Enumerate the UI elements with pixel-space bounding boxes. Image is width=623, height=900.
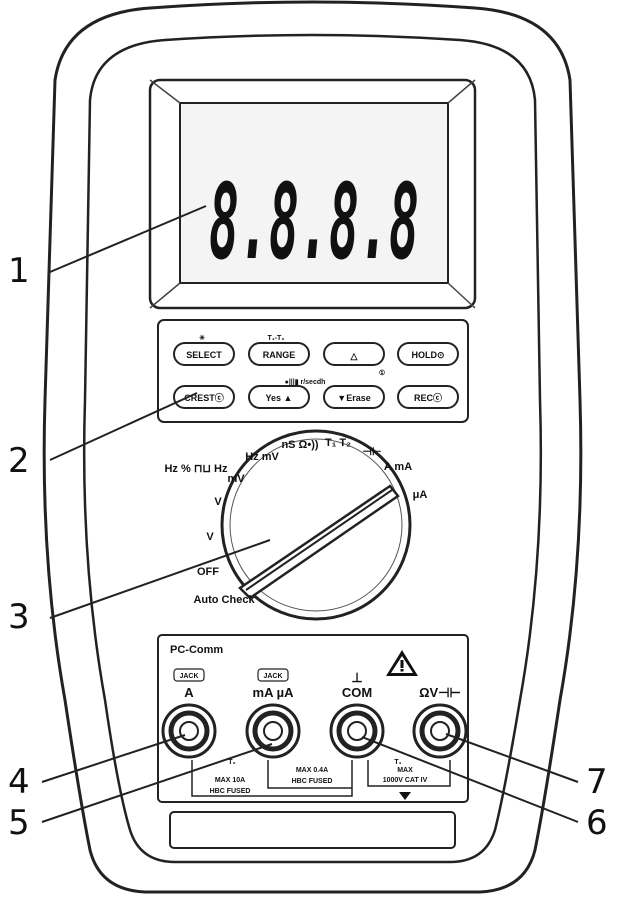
crest-button[interactable]: CRESTⓒ	[173, 385, 235, 409]
range-above-label: T₁-T₂	[268, 335, 285, 342]
yes-button[interactable]: Yes ▲	[248, 385, 310, 409]
svg-text:CRESTⓒ: CRESTⓒ	[184, 392, 224, 403]
dial-ohm: nS Ω•))	[281, 439, 318, 451]
erase-button[interactable]: ▼Erase	[323, 385, 385, 409]
dial-v-dcac: V	[214, 496, 222, 508]
jack-a-label: A	[184, 685, 194, 700]
jack-com[interactable]	[329, 703, 385, 759]
callout-3: 3	[8, 597, 30, 637]
jack-com-label: COM	[342, 685, 372, 700]
callout-4: 4	[8, 762, 30, 802]
t1-label: T₁	[394, 759, 401, 766]
button-panel	[157, 319, 469, 423]
callout-6: 6	[586, 803, 608, 843]
pc-comm-label: PC-Comm	[170, 644, 223, 656]
dial-mv-ac: Hz mV	[245, 451, 279, 463]
callout-2: 2	[8, 441, 30, 481]
warning-icon	[386, 650, 418, 676]
jack-v-max-note: MAX	[397, 767, 413, 774]
jack-v[interactable]	[412, 703, 468, 759]
jack-ma-fuse-type: HBC FUSED	[292, 778, 333, 785]
row2-above2-label: ①	[379, 369, 385, 377]
callout-7: 7	[586, 762, 608, 802]
dial-ma: A mA	[384, 461, 412, 473]
svg-text:Yes ▲: Yes ▲	[266, 393, 293, 403]
callout-5: 5	[8, 803, 30, 843]
jack-v-cat-note: 1000V CAT IV	[383, 777, 428, 784]
svg-text:RANGE: RANGE	[263, 350, 296, 360]
jack-com-symbol: ⊥	[351, 670, 362, 685]
jack-a-tag: JACK	[179, 673, 198, 680]
dial-off: OFF	[197, 566, 219, 578]
callout-1: 1	[8, 251, 30, 291]
lcd-digits: 8.8.8.8	[209, 161, 419, 283]
dial-auto-check: Auto Check	[193, 594, 255, 606]
rec-button[interactable]: RECⓒ	[397, 385, 459, 409]
jack-ma-fuse-note: MAX 0.4A	[296, 767, 328, 774]
select-symbol: ✳	[199, 334, 205, 342]
jack-a-fuse-note: MAX 10A	[215, 777, 245, 784]
jack-a[interactable]	[161, 703, 217, 759]
dial-duty: Hz % ⊓⊔ Hz	[164, 463, 228, 475]
jack-ma-label: mA µA	[253, 685, 295, 700]
jack-a-fuse-type: HBC FUSED	[210, 788, 251, 795]
lcd-screen	[179, 102, 449, 284]
jack-ma-tag: JACK	[263, 673, 282, 680]
row2-above-label: ●|||▮ r/secdh	[285, 379, 326, 386]
t2-label: T₂	[228, 759, 235, 766]
select-button[interactable]: SELECT	[173, 342, 235, 366]
hold-button[interactable]: HOLD⊙	[397, 342, 459, 366]
dial-cap: ⊣⊢	[362, 445, 381, 458]
dial-ua: μA	[413, 489, 428, 501]
svg-text:△: △	[350, 351, 359, 361]
dial-mv-dc: mV	[227, 473, 245, 485]
tilt-stand-slot	[169, 811, 456, 849]
range-button[interactable]: RANGE	[248, 342, 310, 366]
jack-v-label: ΩV⊣⊢	[419, 685, 461, 700]
jack-panel	[157, 634, 469, 803]
svg-text:RECⓒ: RECⓒ	[414, 392, 442, 403]
svg-text:HOLD⊙: HOLD⊙	[411, 350, 444, 360]
svg-text:SELECT: SELECT	[186, 350, 222, 360]
jack-ma[interactable]	[245, 703, 301, 759]
svg-text:▼Erase: ▼Erase	[337, 393, 370, 403]
dial-v-ac: V	[206, 531, 214, 543]
dial-temp: T₁ T₂	[325, 437, 351, 449]
rotary-switch[interactable]	[220, 429, 412, 621]
relative-button[interactable]: △	[323, 342, 385, 366]
